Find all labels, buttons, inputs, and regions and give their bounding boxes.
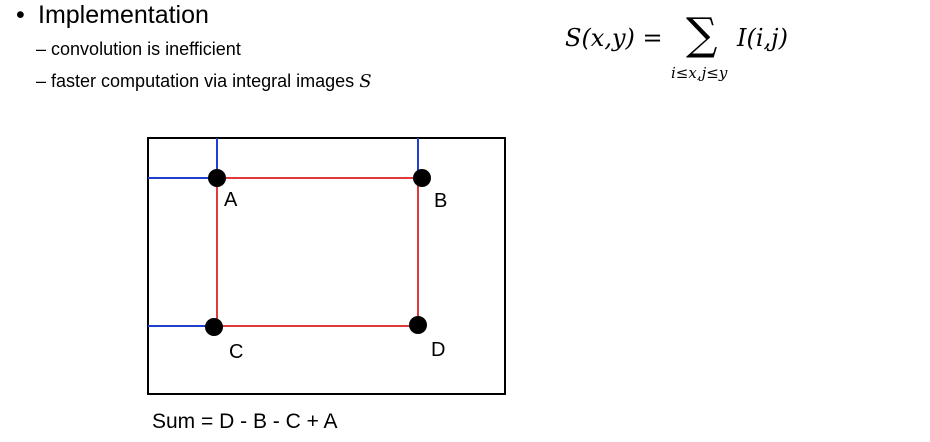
label-a: A [224, 189, 238, 211]
formula-rhs: I(i,j) [737, 24, 788, 52]
sub-item-text: convolution is inefficient [51, 39, 241, 59]
point-c [205, 318, 223, 336]
label-c: C [229, 341, 243, 363]
sum-caption: Sum = D - B - C + A [152, 410, 338, 433]
sub-item-integral-images: – faster computation via integral images… [36, 70, 372, 93]
image-frame [147, 137, 506, 395]
point-b [413, 169, 431, 187]
label-b: B [434, 190, 447, 212]
integral-image-formula: S(x,y) = ∑ i≤x,j≤y I(i,j) [565, 10, 825, 86]
sub-item-dash: – [36, 71, 47, 91]
heading-text: Implementation [38, 1, 209, 29]
summation-symbol: ∑ [686, 9, 718, 60]
sub-item-math-symbol: S [359, 71, 372, 92]
point-a [208, 169, 226, 187]
sub-item-convolution: – convolution is inefficient [36, 38, 241, 60]
bullet-symbol: • [16, 1, 25, 29]
label-d: D [431, 339, 445, 361]
sub-item-dash: – [36, 39, 47, 59]
query-rectangle [216, 177, 419, 327]
formula-lhs: S(x,y) = [565, 24, 663, 52]
point-d [409, 316, 427, 334]
summation-range: i≤x,j≤y [671, 64, 728, 82]
sub-item-text: faster computation via integral images [51, 71, 355, 91]
bullet-heading: • Implementation [16, 0, 209, 30]
